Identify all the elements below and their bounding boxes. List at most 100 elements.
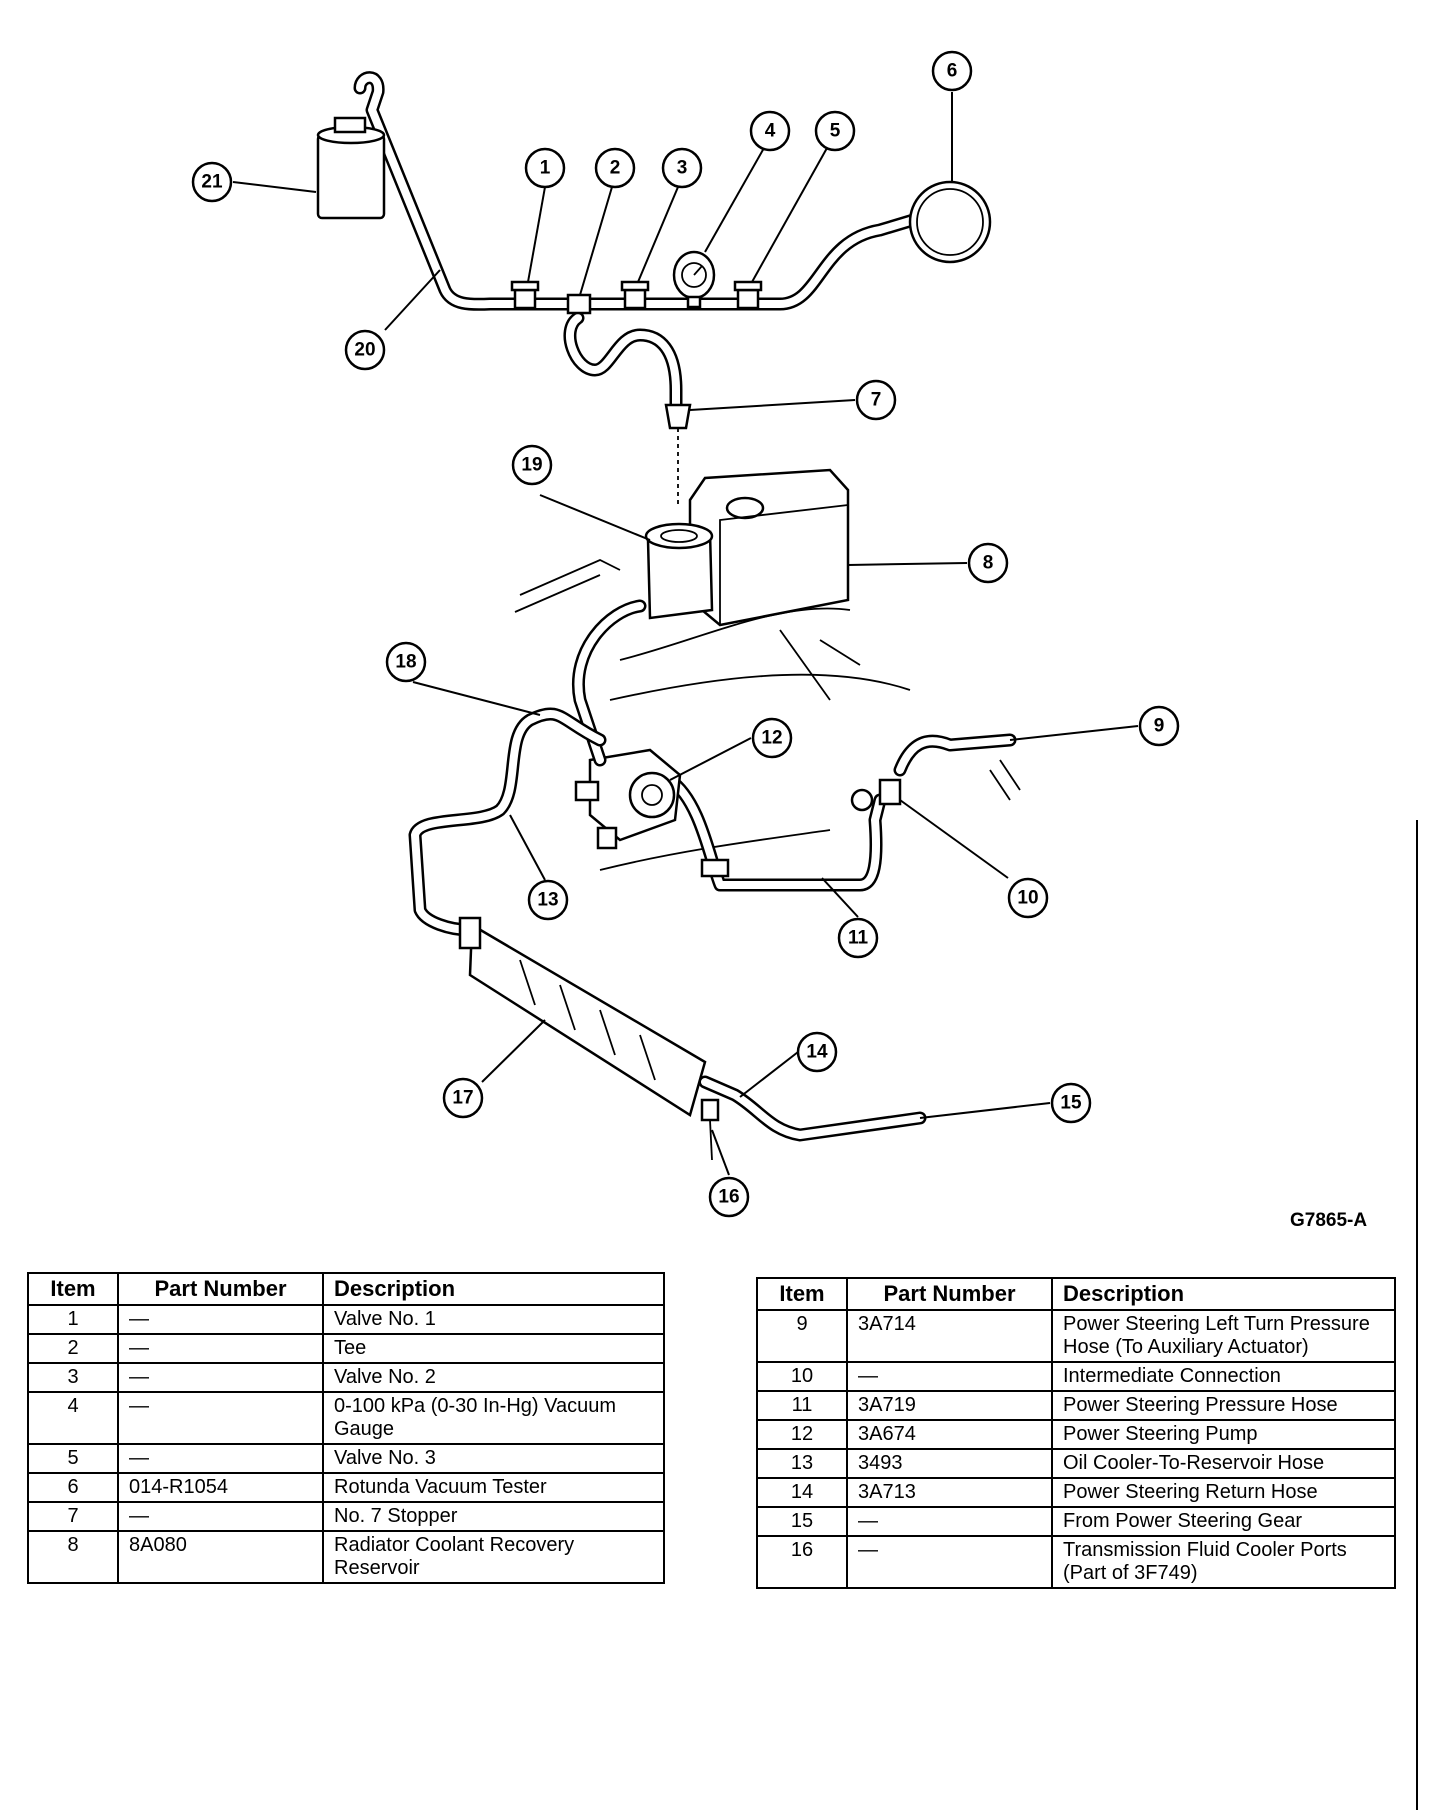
callout-9: 9 (1138, 705, 1180, 747)
callout-1: 1 (524, 147, 566, 189)
valve-2 (620, 280, 650, 310)
engine-outline (514, 559, 1021, 871)
callout-20: 20 (344, 329, 386, 371)
item-cell: 2 (27, 1333, 119, 1365)
item-cell: 16 (756, 1535, 848, 1590)
table-row: 16—Transmission Fluid Cooler Ports (Part… (756, 1535, 1396, 1590)
description-cell: Tee (322, 1333, 665, 1365)
svg-text:20: 20 (354, 340, 375, 361)
description-cell: Transmission Fluid Cooler Ports (Part of… (1051, 1535, 1396, 1590)
callout-13: 13 (527, 879, 569, 921)
callout-21: 21 (191, 161, 233, 203)
description-cell: Power Steering Pressure Hose (1051, 1390, 1396, 1422)
column-header-item: Item (27, 1271, 119, 1307)
item-cell: 7 (27, 1501, 119, 1533)
item-cell: 5 (27, 1443, 119, 1475)
item-cell: 15 (756, 1506, 848, 1538)
description-cell: No. 7 Stopper (322, 1501, 665, 1533)
svg-text:6: 6 (947, 61, 958, 82)
callout-10: 10 (1007, 877, 1049, 919)
svg-text:14: 14 (806, 1042, 828, 1063)
callout-19: 19 (511, 444, 553, 486)
svg-text:1: 1 (540, 158, 551, 179)
oil-cooler-to-reservoir-hose (408, 707, 607, 937)
pressure-hose (663, 773, 887, 892)
item-cell: 1 (27, 1304, 119, 1336)
part-number-cell: — (846, 1506, 1053, 1538)
callout-6: 6 (931, 50, 973, 92)
description-cell: Power Steering Pump (1051, 1419, 1396, 1451)
valve-3 (733, 280, 763, 310)
part-number-cell: — (846, 1535, 1053, 1590)
table-row: 7—No. 7 Stopper (27, 1501, 665, 1533)
item-cell: 14 (756, 1477, 848, 1509)
description-cell: From Power Steering Gear (1051, 1506, 1396, 1538)
item-cell: 8 (27, 1530, 119, 1585)
callout-5: 5 (814, 110, 856, 152)
description-cell: 0-100 kPa (0-30 In-Hg) Vacuum Gauge (322, 1391, 665, 1446)
part-number-cell: 8A080 (117, 1530, 324, 1585)
column-header-description: Description (322, 1271, 665, 1307)
svg-text:8: 8 (983, 553, 994, 574)
power-steering-pump (574, 748, 682, 850)
svg-text:12: 12 (761, 728, 782, 749)
callout-17: 17 (442, 1077, 484, 1119)
part-number-cell: — (117, 1333, 324, 1365)
part-number-cell: 014-R1054 (117, 1472, 324, 1504)
description-cell: Rotunda Vacuum Tester (322, 1472, 665, 1504)
svg-text:11: 11 (848, 928, 869, 949)
item-cell: 11 (756, 1390, 848, 1422)
vacuum-hose-line (353, 71, 937, 412)
tee (566, 293, 592, 315)
table-row: 3—Valve No. 2 (27, 1362, 665, 1394)
svg-text:10: 10 (1017, 888, 1038, 909)
svg-text:17: 17 (452, 1088, 473, 1109)
leader-lines (232, 92, 1139, 1176)
table-row: 1—Valve No. 1 (27, 1304, 665, 1336)
description-cell: Oil Cooler-To-Reservoir Hose (1051, 1448, 1396, 1480)
callout-3: 3 (661, 147, 703, 189)
svg-text:16: 16 (718, 1187, 739, 1208)
column-header-part-number: Part Number (846, 1276, 1053, 1312)
callout-8: 8 (967, 542, 1009, 584)
description-cell: Valve No. 3 (322, 1443, 665, 1475)
vacuum-tester (908, 180, 992, 264)
description-cell: Valve No. 1 (322, 1304, 665, 1336)
part-number-cell: 3A674 (846, 1419, 1053, 1451)
table-row: 15—From Power Steering Gear (756, 1506, 1396, 1538)
stopper (664, 403, 692, 505)
vacuum-gauge (672, 250, 716, 309)
svg-text:3: 3 (677, 158, 688, 179)
parts-table-left: Item Part Number Description 1—Valve No.… (27, 1271, 665, 1585)
part-number-cell: — (117, 1362, 324, 1394)
part-number-cell: — (117, 1391, 324, 1446)
part-number-cell: 3A713 (846, 1477, 1053, 1509)
item-cell: 10 (756, 1361, 848, 1393)
oil-cooler (458, 916, 707, 1117)
part-number-cell: 3493 (846, 1448, 1053, 1480)
table-row: 10—Intermediate Connection (756, 1361, 1396, 1393)
column-header-item: Item (756, 1276, 848, 1312)
description-cell: Power Steering Left Turn Pressure Hose (… (1051, 1309, 1396, 1364)
callout-4: 4 (749, 110, 791, 152)
left-turn-hose (850, 733, 1017, 812)
callout-14: 14 (796, 1031, 838, 1073)
table-row: 5—Valve No. 3 (27, 1443, 665, 1475)
svg-text:2: 2 (610, 158, 621, 179)
power-steering-vacuum-test-diagram: 1 2 3 4 5 6 7 8 9 10 11 12 13 14 15 16 1… (191, 50, 1180, 1218)
item-cell: 3 (27, 1362, 119, 1394)
svg-text:13: 13 (537, 890, 558, 911)
table-row: 4—0-100 kPa (0-30 In-Hg) Vacuum Gauge (27, 1391, 665, 1446)
item-cell: 9 (756, 1309, 848, 1364)
valve-1 (510, 280, 540, 310)
item-cell: 6 (27, 1472, 119, 1504)
svg-text:15: 15 (1060, 1093, 1082, 1114)
callout-16: 16 (708, 1176, 750, 1218)
